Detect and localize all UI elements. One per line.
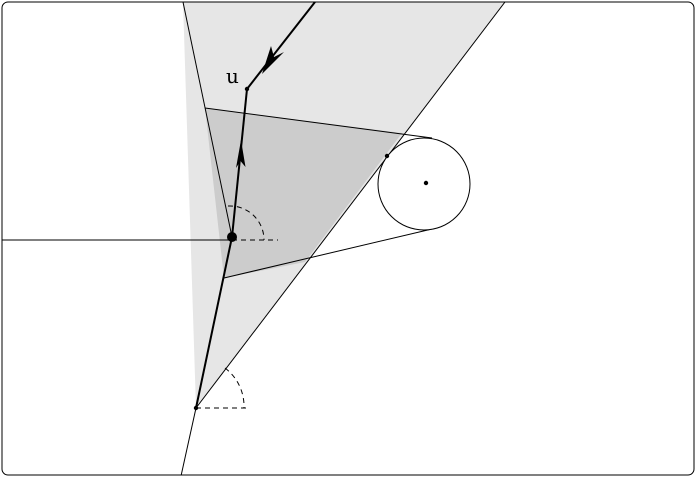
trajectory-segment-lower	[195, 236, 233, 409]
main-point	[227, 232, 237, 242]
diagram-content: u	[2, 2, 506, 475]
point-u-label: u	[226, 64, 239, 88]
circle-center-dot	[423, 180, 429, 186]
lower-extension-line	[180, 407, 197, 475]
tangent-point-dot	[384, 153, 390, 159]
trajectory-segment-middle	[231, 88, 248, 238]
cone-right-boundary	[195, 2, 506, 409]
lower-tangent-line	[223, 228, 433, 279]
upper-tangent-line	[204, 107, 433, 139]
trajectory-segment-upper	[246, 2, 316, 90]
arrow-upward-icon	[236, 140, 246, 168]
angle-arc-upper	[227, 205, 265, 241]
circle-obstacle	[377, 137, 471, 231]
dark-intersection-region	[205, 108, 402, 278]
point-u-dot	[244, 86, 250, 92]
cone-left-boundary	[182, 2, 233, 238]
arrow-downward-icon	[262, 46, 284, 74]
angle-arc-lower	[224, 367, 245, 409]
lower-point-dot	[193, 405, 199, 411]
